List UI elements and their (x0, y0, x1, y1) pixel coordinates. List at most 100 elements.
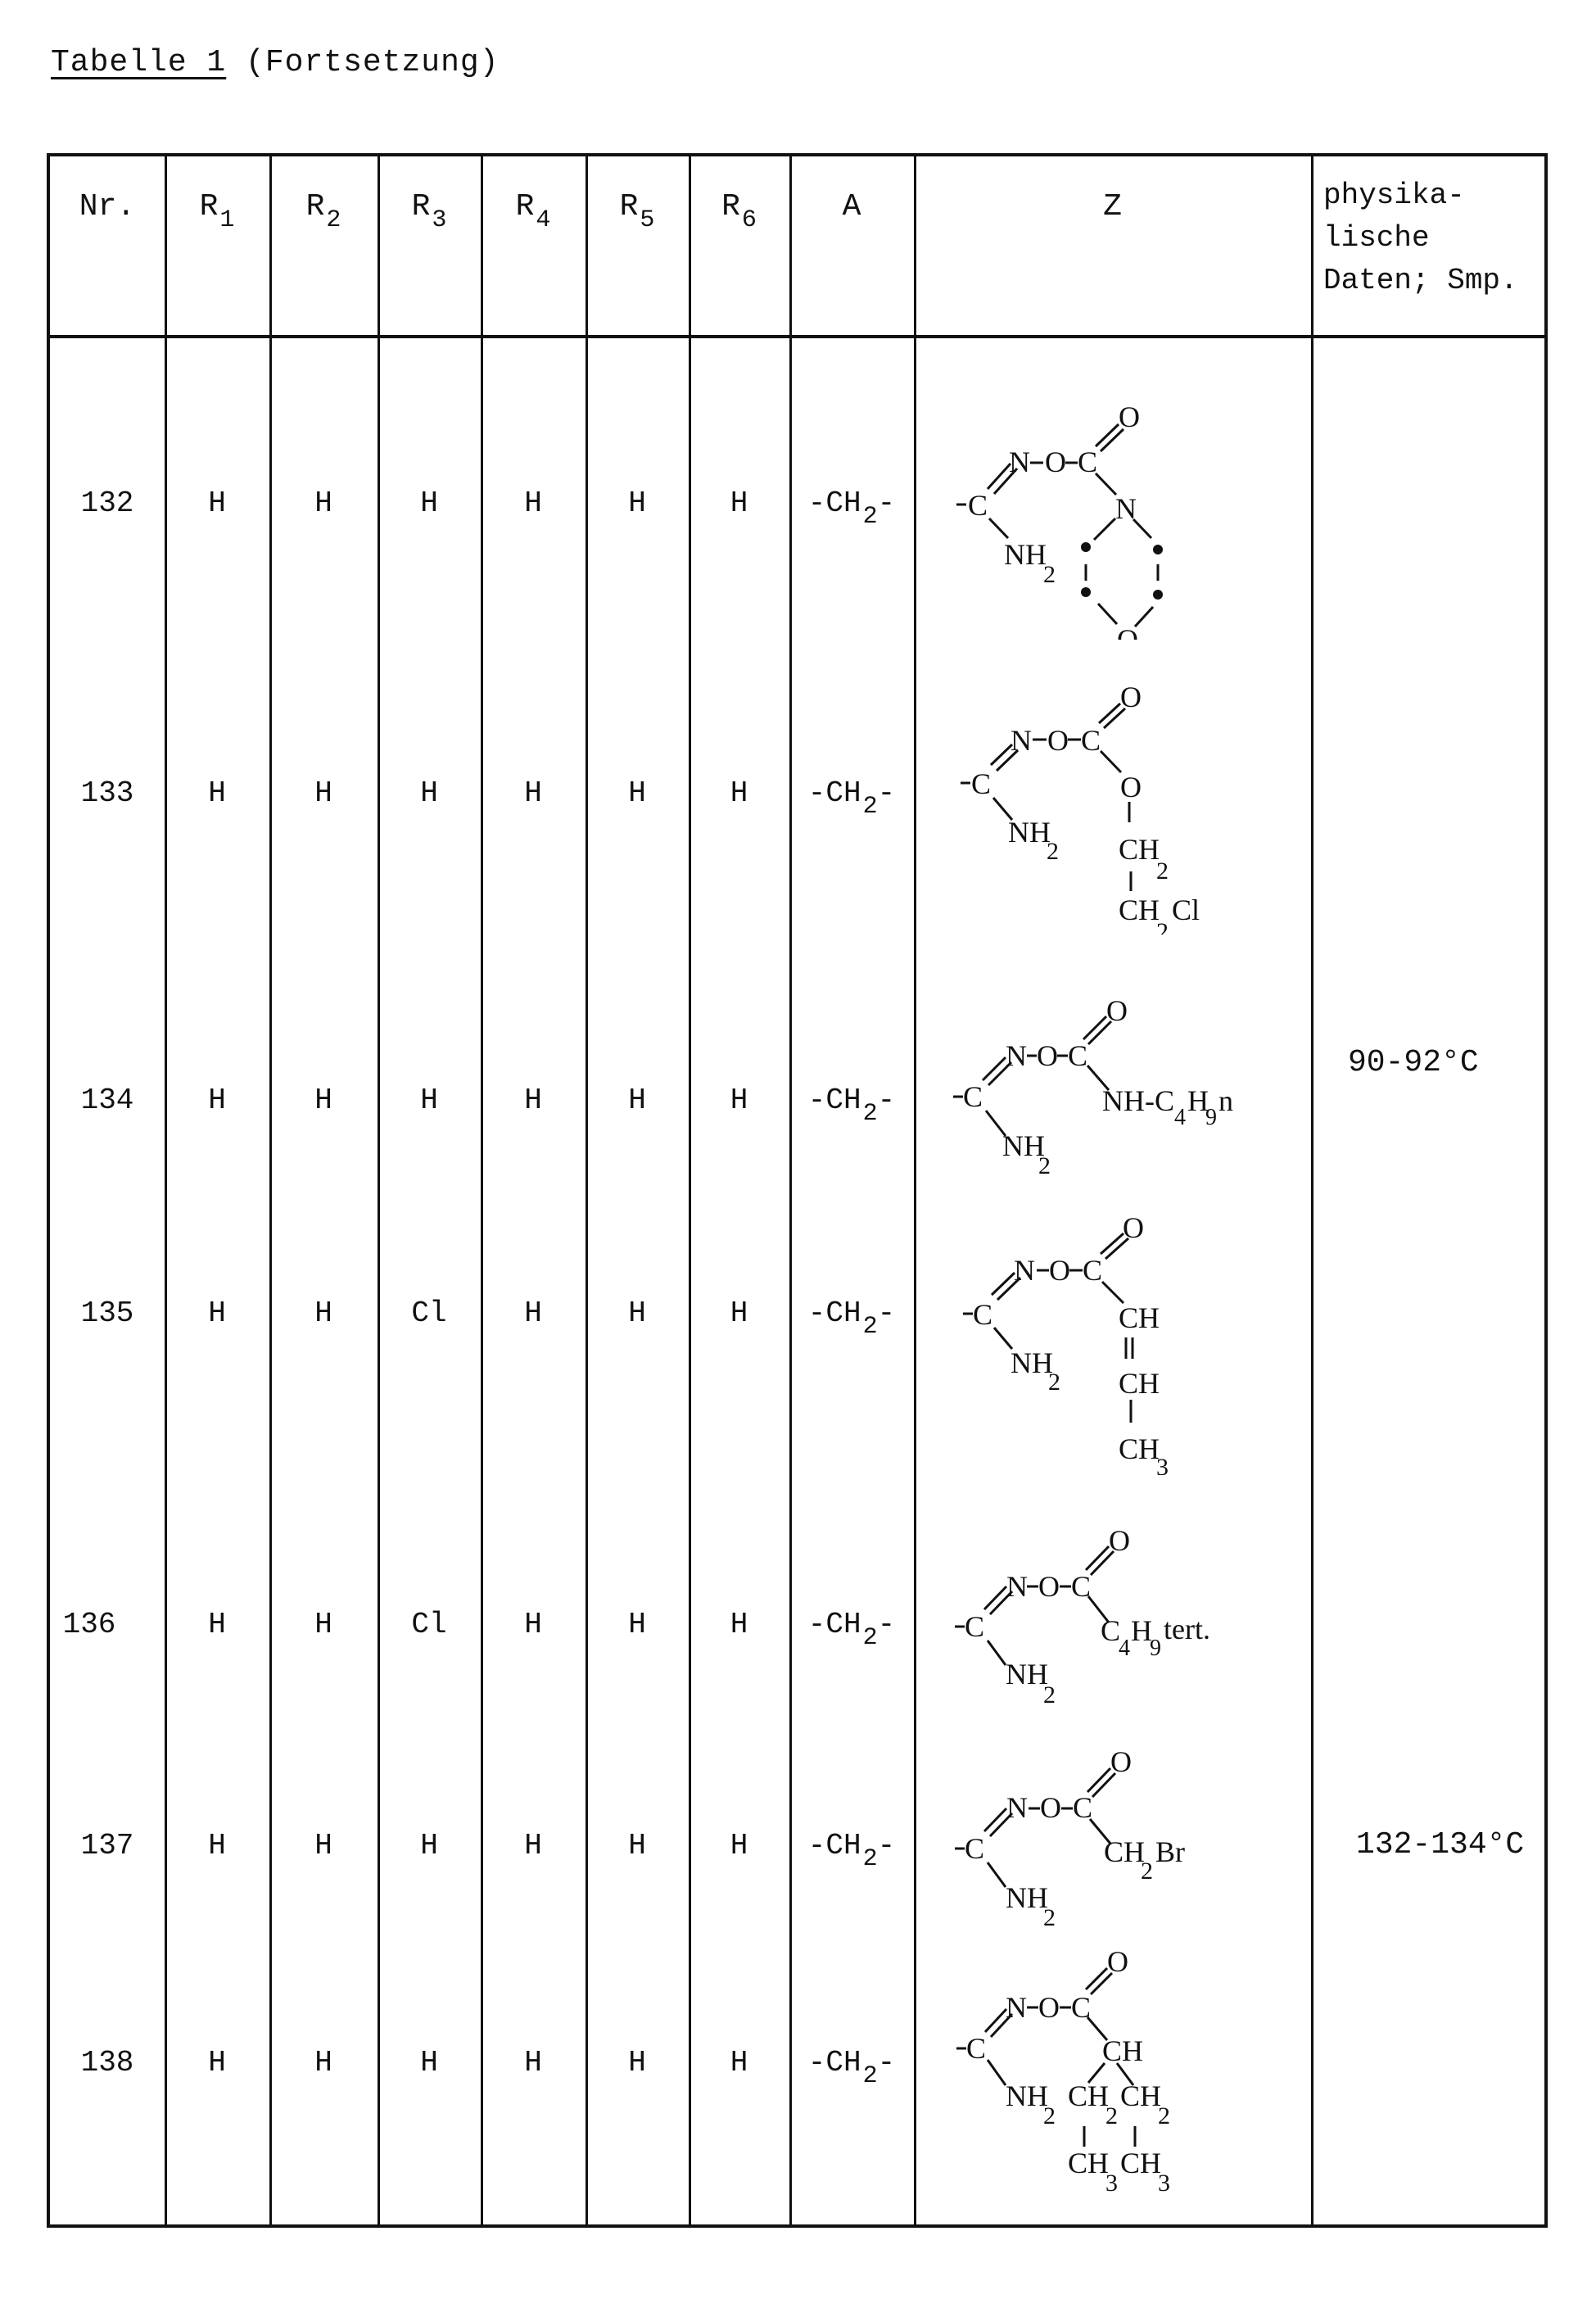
column-divider (269, 156, 272, 2224)
column-divider (1311, 156, 1313, 2224)
svg-text:O: O (1037, 1039, 1058, 1072)
svg-text:NH: NH (1006, 1881, 1048, 1914)
cell-r1: H (208, 1829, 226, 1862)
header-r3-label: R (411, 189, 431, 224)
header-z: Z (1103, 189, 1122, 224)
svg-text:3: 3 (1156, 1454, 1169, 1475)
svg-text:O: O (1119, 401, 1140, 433)
melting-point: 90-92°C (1348, 1045, 1479, 1080)
cell-r2: H (314, 486, 332, 520)
header-r6: R6 (689, 189, 789, 234)
header-r1: R1 (165, 189, 269, 234)
svg-text:2: 2 (1047, 838, 1059, 865)
svg-text:O: O (1040, 1791, 1061, 1824)
cell-r4: H (524, 1608, 542, 1641)
cell-r1: H (208, 1608, 226, 1641)
a-sub: 2 (862, 2062, 878, 2090)
cell-r1: H (208, 486, 226, 520)
svg-text:4: 4 (1119, 1636, 1130, 1661)
svg-text:CH: CH (1120, 2147, 1161, 2179)
column-divider (914, 156, 916, 2224)
header-r1-sub: 1 (219, 206, 235, 234)
svg-text:O: O (1047, 724, 1069, 757)
header-r4-label: R (515, 189, 535, 224)
cell-r4: H (524, 486, 542, 520)
header-a: A (842, 189, 861, 224)
header-r2: R2 (269, 189, 378, 234)
a-end: - (877, 1084, 896, 1117)
cell-r3: Cl (411, 1297, 447, 1330)
header-r2-sub: 2 (326, 206, 341, 234)
svg-text:2: 2 (1048, 1369, 1060, 1396)
svg-text:O: O (1038, 1991, 1060, 2024)
cell-r6: H (730, 1084, 748, 1117)
svg-text:O: O (1049, 1254, 1070, 1287)
svg-text:CH: CH (1104, 1835, 1145, 1868)
svg-text:O: O (1120, 681, 1142, 713)
cell-nr: 134 (80, 1084, 134, 1117)
a-end: - (877, 2046, 896, 2079)
svg-text:n: n (1218, 1084, 1233, 1117)
column-divider (586, 156, 588, 2224)
cell-a: -CH2- (789, 1608, 914, 1652)
header-phys-line3: Daten; Smp. (1323, 264, 1518, 297)
header-physical-data: physika- lische Daten; Smp. (1323, 174, 1518, 302)
header-r2-label: R (305, 189, 325, 224)
svg-text:C: C (1083, 1254, 1102, 1287)
cell-r4: H (524, 1084, 542, 1117)
svg-text:3: 3 (1105, 2170, 1118, 2197)
cell-a: -CH2- (789, 776, 914, 821)
svg-text:CH: CH (1119, 1432, 1160, 1465)
cell-nr: 137 (80, 1829, 134, 1862)
svg-text:C: C (1101, 1614, 1120, 1647)
header-r5-sub: 5 (640, 206, 655, 234)
column-divider (789, 156, 792, 2224)
svg-text:Cl: Cl (1172, 894, 1200, 926)
cell-r2: H (314, 776, 332, 810)
svg-text:2: 2 (1105, 2102, 1118, 2129)
cell-nr: 135 (80, 1297, 134, 1330)
cell-r2: H (314, 1297, 332, 1330)
svg-text:CH: CH (1068, 2079, 1109, 2112)
svg-text:2: 2 (1158, 2102, 1170, 2129)
svg-text:NH-C: NH-C (1102, 1084, 1174, 1117)
svg-text:NH: NH (1006, 1658, 1048, 1690)
svg-text:N: N (1006, 1039, 1027, 1072)
a-group: -CH (807, 1084, 861, 1117)
structure-137-bromoacetate: C N O C O CH 2 Br NH 2 (955, 1745, 1185, 1931)
svg-text:H: H (1131, 1614, 1152, 1647)
svg-text:N: N (1115, 492, 1137, 525)
structure-133-chloroethyl-carbonate: C N O C O O NH 2 CH 2 CH 2 Cl (961, 681, 1200, 935)
svg-text:2: 2 (1038, 1152, 1051, 1179)
svg-text:O: O (1045, 446, 1066, 478)
header-r6-label: R (721, 189, 740, 224)
cell-r3: H (420, 776, 438, 810)
svg-text:3: 3 (1158, 2170, 1170, 2197)
cell-r2: H (314, 1608, 332, 1641)
header-r3-sub: 3 (432, 206, 447, 234)
svg-text:C: C (1078, 446, 1097, 478)
cell-a: -CH2- (789, 1084, 914, 1128)
svg-text:2: 2 (1043, 561, 1056, 588)
cell-r4: H (524, 2046, 542, 2079)
svg-text:C: C (963, 1080, 983, 1113)
svg-text:C: C (1081, 724, 1101, 757)
cell-a: -CH2- (789, 486, 914, 531)
header-phys-line2: lische (1323, 221, 1430, 255)
cell-r6: H (730, 776, 748, 810)
structure-132-morpholine-carbamate: C N O C O N NH 2 O (956, 401, 1163, 640)
header-r6-sub: 6 (741, 206, 757, 234)
a-sub: 2 (862, 1313, 878, 1341)
svg-text:C: C (1073, 1791, 1092, 1824)
cell-r5: H (628, 1608, 646, 1641)
cell-nr: 133 (80, 776, 134, 810)
column-divider (481, 156, 483, 2224)
cell-r4: H (524, 1829, 542, 1862)
svg-text:O: O (1106, 994, 1128, 1027)
cell-r6: H (730, 1297, 748, 1330)
svg-text:N: N (1014, 1254, 1035, 1287)
cell-r1: H (208, 2046, 226, 2079)
a-sub: 2 (862, 1100, 878, 1128)
svg-text:Br: Br (1155, 1835, 1185, 1868)
svg-text:CH: CH (1119, 1367, 1160, 1400)
